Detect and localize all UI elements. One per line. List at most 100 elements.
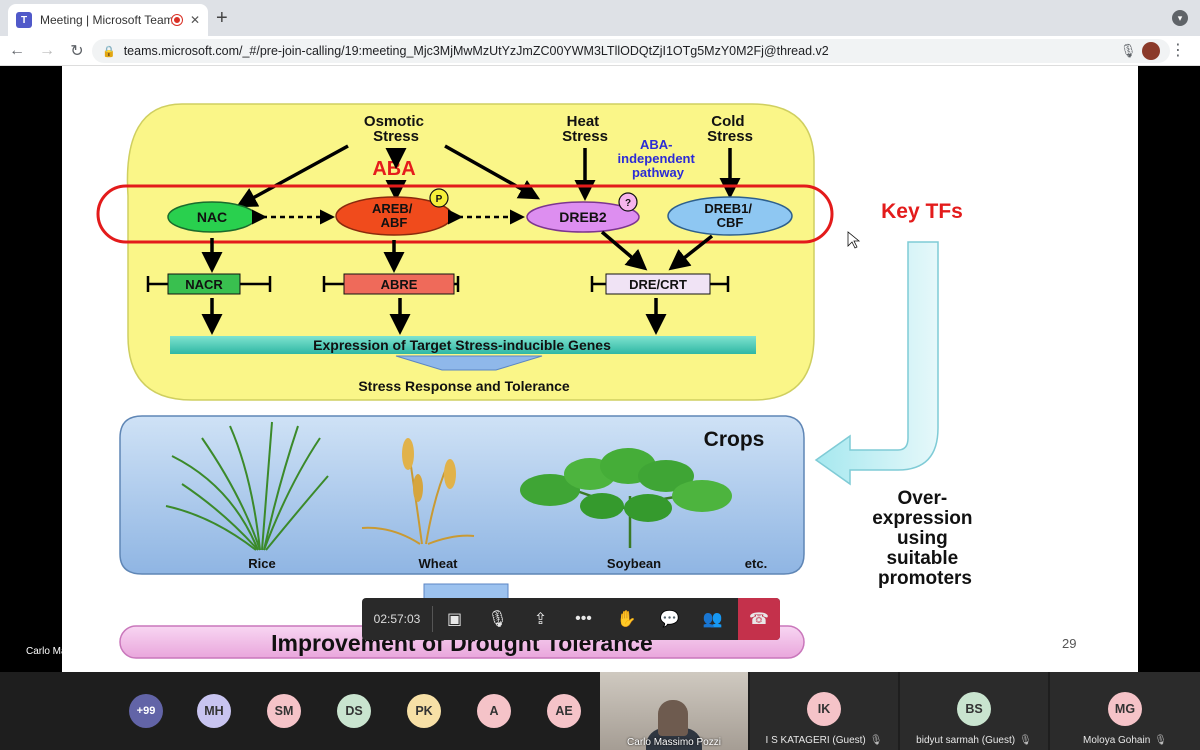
dre-crt-label: DRE/CRT xyxy=(629,277,687,292)
participant-avatar: MG xyxy=(1108,692,1142,726)
slide-diagram: Osmotic Stress Heat Stress Cold Stress A… xyxy=(96,103,978,659)
chat-icon: 💬 xyxy=(659,611,680,628)
browser-tab[interactable]: T Meeting | Microsoft Teams ✕ xyxy=(8,4,208,36)
presenter-video-tile[interactable]: Carlo Massimo Pozzi xyxy=(600,672,748,750)
camera-off-button[interactable]: ▣ xyxy=(433,598,476,640)
mouse-cursor-icon xyxy=(847,231,861,249)
browser-tab-bar: T Meeting | Microsoft Teams ✕ + ▾ xyxy=(0,0,1200,36)
meeting-stage: Osmotic Stress Heat Stress Cold Stress A… xyxy=(0,66,1200,672)
address-bar[interactable]: 🔒 teams.microsoft.com/_#/pre-join-callin… xyxy=(92,39,1170,63)
microphone-off-icon: 🎙 xyxy=(487,611,508,628)
camera-off-icon: ▣ xyxy=(446,611,463,628)
expression-label: Expression of Target Stress-inducible Ge… xyxy=(313,337,611,353)
shared-slide: Osmotic Stress Heat Stress Cold Stress A… xyxy=(62,66,1138,672)
participant-tile[interactable]: BS bidyut sarmah (Guest)🎙 xyxy=(900,672,1048,750)
tab-search-icon[interactable]: ▾ xyxy=(1172,10,1188,26)
response-arrow xyxy=(395,355,543,371)
participant-avatar[interactable]: MH xyxy=(197,694,231,728)
dreb1-cbf-node xyxy=(667,196,793,236)
abre-element xyxy=(322,273,460,295)
close-tab-icon[interactable]: ✕ xyxy=(189,13,200,27)
soybean-label: Soybean xyxy=(607,556,661,571)
browser-toolbar: ← → ↻ 🔒 teams.microsoft.com/_#/pre-join-… xyxy=(0,36,1200,66)
etc-label: etc. xyxy=(745,556,767,571)
response-label: Stress Response and Tolerance xyxy=(358,378,570,394)
key-tfs-oval xyxy=(96,184,834,244)
rice-plant-image xyxy=(165,421,329,551)
mic-muted-icon: 🎙 xyxy=(1154,735,1167,746)
browser-menu-icon[interactable]: ⋮ xyxy=(1170,42,1186,59)
chat-button[interactable]: 💬 xyxy=(648,598,691,640)
share-screen-button[interactable]: ⇪ xyxy=(519,598,562,640)
hand-icon: ✋ xyxy=(616,611,637,628)
more-actions-button[interactable]: ••• xyxy=(562,598,605,640)
phone-hangup-icon: ☎ xyxy=(749,611,769,628)
osmotic-stress-label: Osmotic Stress xyxy=(364,113,428,145)
unknown-modification-marker xyxy=(618,192,638,212)
soybean-plant-image xyxy=(520,448,732,548)
cold-stress-label: Cold Stress xyxy=(707,113,753,145)
participant-avatar[interactable]: SM xyxy=(267,694,301,728)
participant-avatar[interactable]: DS xyxy=(337,694,371,728)
heat-stress-label: Heat Stress xyxy=(562,113,608,145)
lock-icon[interactable]: 🔒 xyxy=(102,45,116,58)
url-text[interactable]: teams.microsoft.com/_#/pre-join-calling/… xyxy=(123,44,829,58)
call-controls-bar: 02:57:03 ▣ 🎙 ⇪ ••• ✋ 💬 👥 ☎ xyxy=(362,598,780,640)
participant-avatar[interactable]: A xyxy=(477,694,511,728)
participant-name: bidyut sarmah (Guest) xyxy=(916,735,1016,746)
mute-button[interactable]: 🎙 xyxy=(476,598,519,640)
aba-independent-label: ABA- independent pathway xyxy=(618,137,699,180)
participant-strip: +99 MH SM DS PK A AE Carlo Massimo Pozzi… xyxy=(0,672,1200,750)
overexpression-label: Over- expression using suitable promoter… xyxy=(872,488,978,589)
presenter-name-label: Carlo Massimo Pozzi xyxy=(26,646,120,657)
hang-up-button[interactable]: ☎ xyxy=(738,598,780,640)
recording-indicator-icon xyxy=(171,15,182,25)
participant-tile-name: I S KATAGERI (Guest)🎙 xyxy=(750,735,898,746)
nacr-element xyxy=(146,273,272,295)
phosphorylation-marker xyxy=(429,188,449,208)
participant-tile-name: Moloya Gohain🎙 xyxy=(1050,735,1200,746)
participant-tile[interactable]: MG Moloya Gohain🎙 xyxy=(1050,672,1200,750)
more-icon: ••• xyxy=(575,610,592,627)
mic-muted-icon: 🎙 xyxy=(869,735,883,746)
abre-label: ABRE xyxy=(381,277,418,292)
yellow-pathway-panel xyxy=(126,103,815,401)
nacr-label: NACR xyxy=(185,277,223,292)
tab-title: Meeting | Microsoft Teams xyxy=(40,13,172,27)
call-timer: 02:57:03 xyxy=(373,612,421,626)
dre-crt-element xyxy=(590,273,730,295)
slide-number: 29 xyxy=(1062,636,1077,651)
overflow-participants-badge[interactable]: +99 xyxy=(129,694,163,728)
wheat-plant-image xyxy=(361,438,475,545)
participant-avatar: BS xyxy=(957,692,991,726)
mic-muted-icon: 🎙 xyxy=(1019,735,1032,746)
dreb1-cbf-label: DREB1/ CBF xyxy=(704,201,755,230)
participant-avatar[interactable]: PK xyxy=(407,694,441,728)
participant-name: I S KATAGERI (Guest) xyxy=(765,735,866,746)
forward-arrow-icon[interactable]: → xyxy=(39,41,55,59)
overexpression-arrow xyxy=(814,241,939,486)
people-icon: 👥 xyxy=(702,611,723,628)
participant-avatar[interactable]: AE xyxy=(547,694,581,728)
areb-abf-label: AREB/ ABF xyxy=(372,201,416,230)
rice-label: Rice xyxy=(248,556,275,571)
aba-label: ABA xyxy=(372,158,415,180)
microphone-icon[interactable]: 🎙 xyxy=(1119,43,1137,58)
presenter-video-figure xyxy=(658,700,688,736)
back-arrow-icon[interactable]: ← xyxy=(9,41,25,59)
wheat-label: Wheat xyxy=(419,556,459,571)
video-tile-name: Carlo Massimo Pozzi xyxy=(627,737,721,748)
expression-bar xyxy=(170,336,756,354)
divider xyxy=(432,606,433,632)
q-mark-label: ? xyxy=(625,198,631,209)
dreb2-label: DREB2 xyxy=(559,209,607,225)
share-tray-icon: ⇪ xyxy=(533,611,548,628)
profile-avatar[interactable] xyxy=(1142,42,1160,60)
key-tfs-label: Key TFs xyxy=(881,200,963,223)
crops-title: Crops xyxy=(704,428,765,451)
participant-tile[interactable]: IK I S KATAGERI (Guest)🎙 xyxy=(750,672,898,750)
participants-button[interactable]: 👥 xyxy=(691,598,734,640)
reload-icon[interactable]: ↻ xyxy=(70,42,84,60)
new-tab-button[interactable]: + xyxy=(216,7,228,29)
raise-hand-button[interactable]: ✋ xyxy=(605,598,648,640)
